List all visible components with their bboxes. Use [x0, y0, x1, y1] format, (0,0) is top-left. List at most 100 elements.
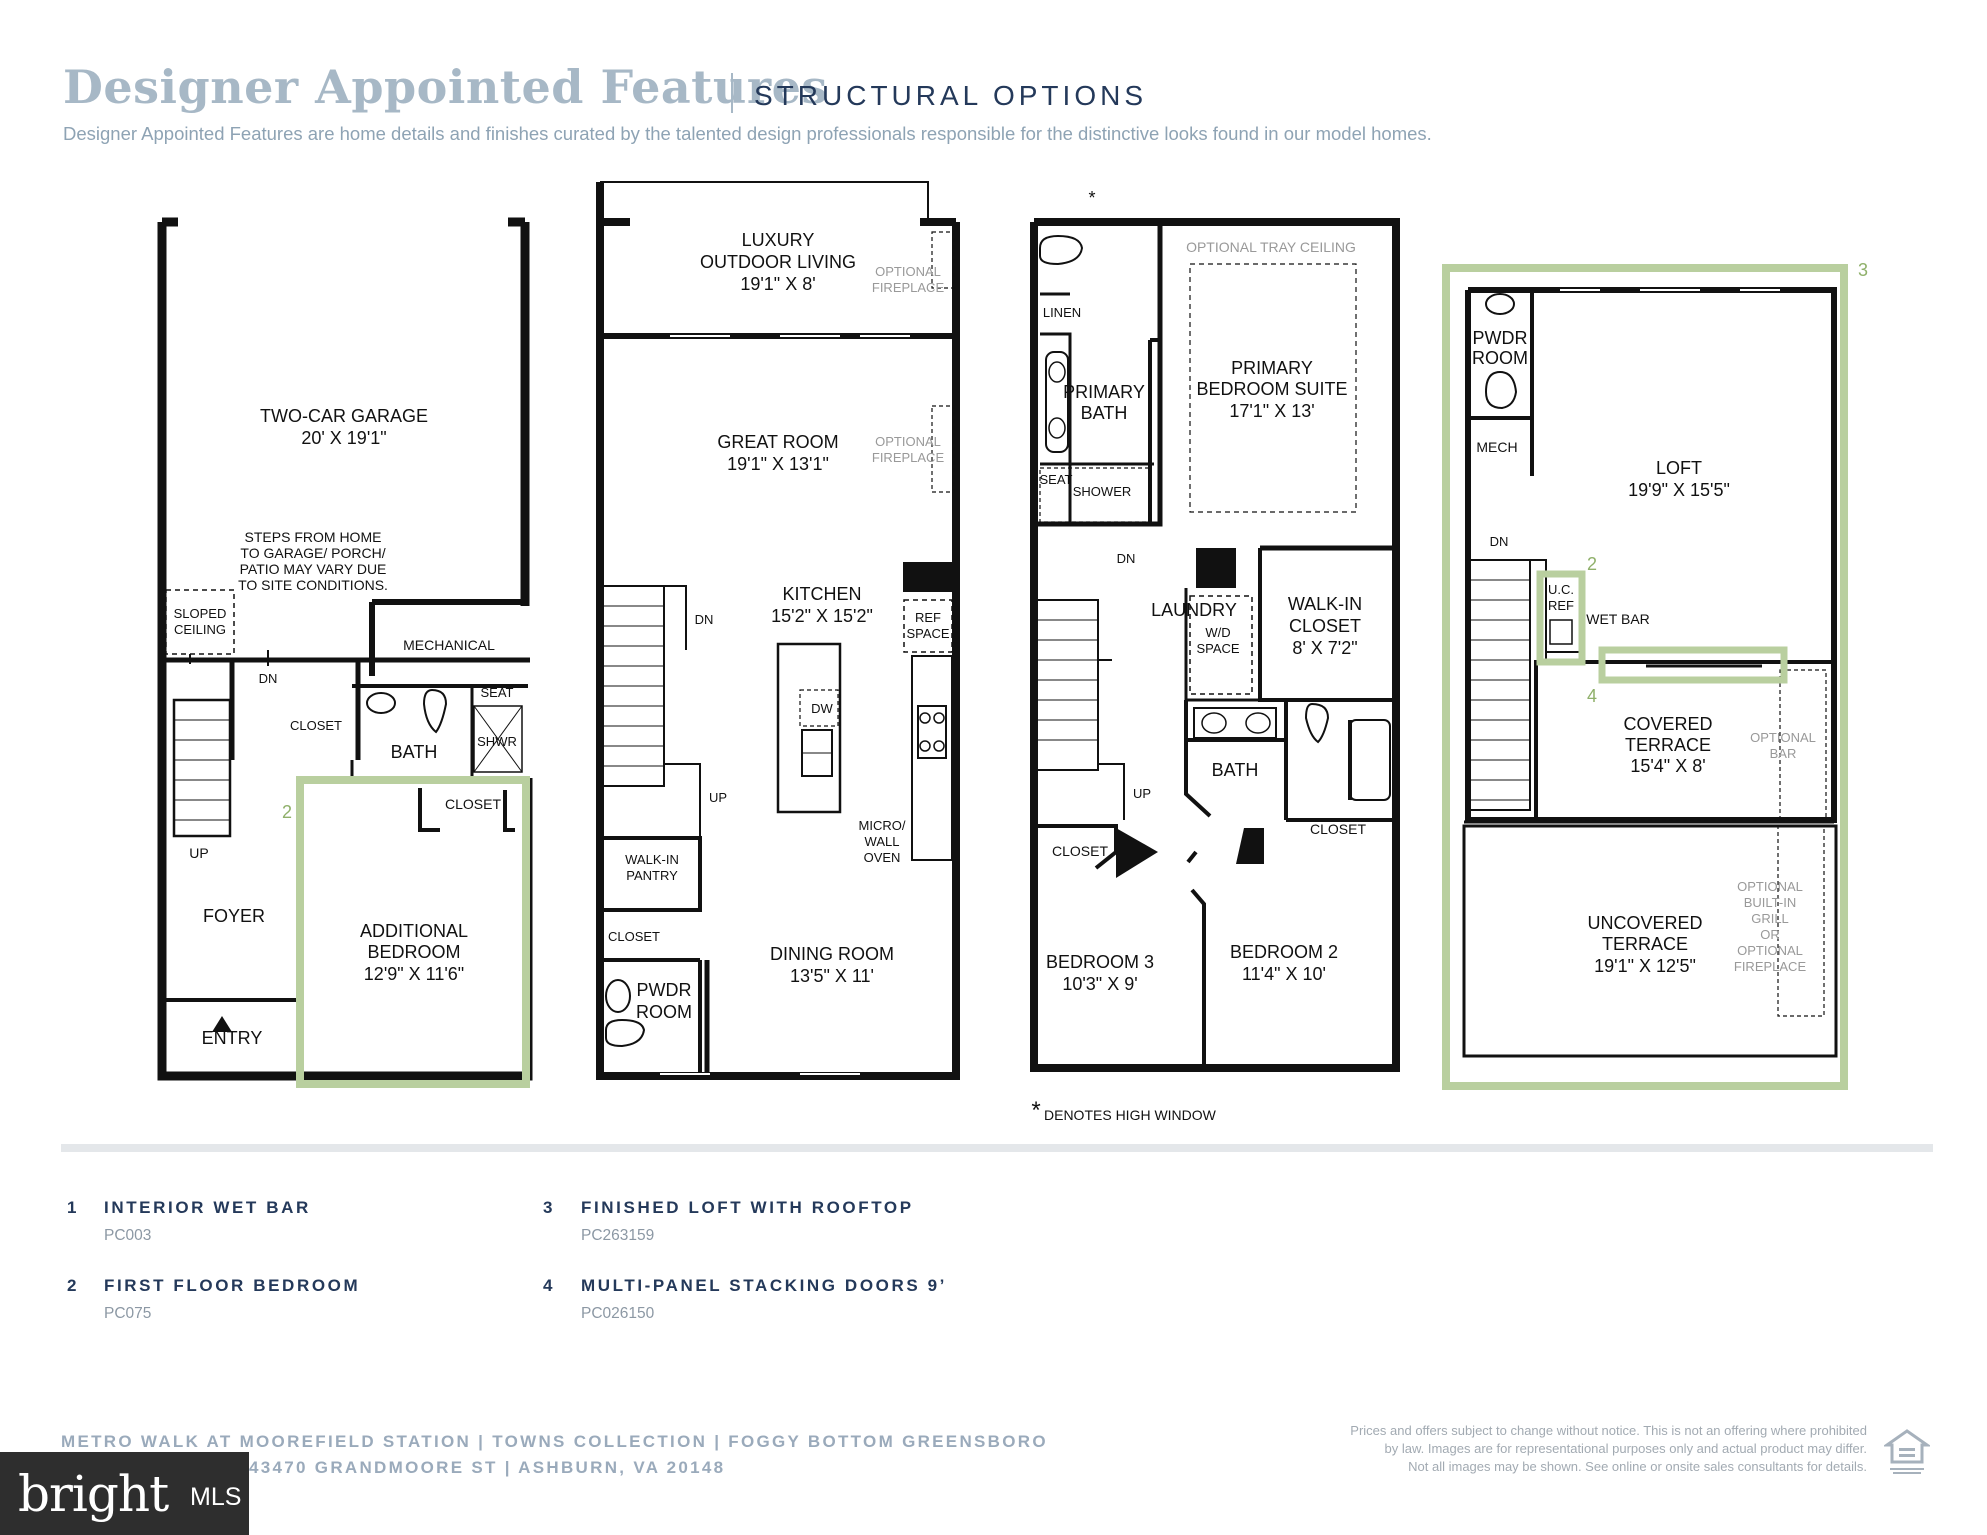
seat-label: SEAT	[1040, 472, 1073, 487]
opt-bar-label-1: OPTIONAL	[1750, 730, 1816, 745]
covered-label-2: TERRACE	[1625, 735, 1711, 755]
steps-note-2: TO GARAGE/ PORCH/	[240, 545, 385, 561]
opt-grill-2: BUILT-IN	[1744, 895, 1797, 910]
outdoor-dim: 19'1" X 8'	[740, 274, 815, 294]
bedroom-dim: 12'9" X 11'6"	[364, 964, 464, 984]
section-divider	[61, 1144, 1933, 1152]
title-separator	[731, 73, 733, 113]
ucref-label-2: REF	[1548, 598, 1574, 613]
option-2-number: 2	[67, 1276, 77, 1295]
high-window-note: DENOTES HIGH WINDOW	[1044, 1107, 1217, 1123]
closet1-label: CLOSET	[1052, 843, 1108, 859]
primary-bath-label-2: BATH	[1081, 403, 1128, 423]
foyer-label: FOYER	[203, 906, 265, 926]
bedroom-label-1: ADDITIONAL	[360, 921, 468, 941]
mechanical-label: MECHANICAL	[403, 637, 495, 653]
option-highlight-wetbar	[1536, 570, 1586, 666]
micro-label-3: OVEN	[864, 850, 901, 865]
floor-plan-4	[1462, 287, 1838, 1058]
garage-dim: 20' X 19'1"	[301, 428, 386, 448]
suite-label-2: BEDROOM SUITE	[1196, 379, 1347, 399]
floor-plan-3	[1030, 218, 1400, 1072]
entry-arrow-icon	[212, 1016, 232, 1032]
page-title: Designer Appointed Features	[63, 60, 828, 114]
ref-label-1: REF	[915, 610, 941, 625]
equal-housing-icon	[1884, 1429, 1930, 1474]
closet2-label: CLOSET	[445, 796, 501, 812]
mech-label: MECH	[1476, 439, 1517, 455]
steps-note-4: TO SITE CONDITIONS.	[238, 577, 388, 593]
micro-label-2: WALL	[865, 834, 900, 849]
opt-grill-3: GRILL	[1751, 911, 1789, 926]
dn-label: DN	[1490, 534, 1509, 549]
suite-dim: 17'1" X 13'	[1229, 401, 1314, 421]
entry-label: ENTRY	[202, 1028, 263, 1048]
covered-label-1: COVERED	[1623, 714, 1712, 734]
option-highlight-bedroom	[296, 776, 530, 1088]
loft-dim: 19'9" X 15'5"	[1628, 480, 1730, 500]
footer-address: 43470 GRANDMOORE ST | ASHBURN, VA 20148	[249, 1458, 726, 1477]
option-marker-2: 2	[282, 802, 292, 822]
footer-community: METRO WALK AT MOOREFIELD STATION | TOWNS…	[61, 1432, 1048, 1451]
dw-label: DW	[811, 701, 833, 716]
option-marker-2b: 2	[1587, 554, 1597, 574]
wd-label-2: SPACE	[1196, 641, 1239, 656]
great-room-label: GREAT ROOM	[717, 432, 838, 452]
loft-label: LOFT	[1656, 458, 1702, 478]
suite-label-1: PRIMARY	[1231, 358, 1313, 378]
brand-logo-suffix: MLS	[190, 1483, 242, 1511]
option-3-number: 3	[543, 1198, 553, 1217]
opt-grill-1: OPTIONAL	[1737, 879, 1803, 894]
laundry-label: LAUNDRY	[1151, 600, 1237, 620]
high-window-star: *	[1088, 188, 1095, 208]
closet2-label: CLOSET	[1310, 821, 1366, 837]
uncovered-label-2: TERRACE	[1602, 934, 1688, 954]
steps-note-3: PATIO MAY VARY DUE	[240, 561, 387, 577]
brand-badge	[0, 1452, 249, 1535]
uncovered-dim: 19'1" X 12'5"	[1594, 956, 1696, 976]
dn-label: DN	[695, 612, 714, 627]
micro-label-1: MICRO/	[859, 818, 906, 833]
option-marker-4: 4	[1587, 686, 1597, 706]
linen-label: LINEN	[1043, 305, 1081, 320]
dn-label: DN	[1117, 551, 1136, 566]
bedroom3-label: BEDROOM 3	[1046, 952, 1154, 972]
option-4-code: PC026150	[581, 1305, 655, 1322]
option-1-title: INTERIOR WET BAR	[104, 1198, 311, 1217]
option-3-title: FINISHED LOFT WITH ROOFTOP	[581, 1198, 914, 1217]
walkin-dim: 8' X 7'2"	[1292, 638, 1357, 658]
note-star: *	[1031, 1097, 1040, 1124]
pwdr-label-1: PWDR	[1473, 328, 1528, 348]
kitchen-label: KITCHEN	[782, 584, 861, 604]
bedroom2-label: BEDROOM 2	[1230, 942, 1338, 962]
shower-label: SHOWER	[1073, 484, 1132, 499]
dn-label: DN	[259, 671, 278, 686]
garage-label: TWO-CAR GARAGE	[260, 406, 428, 426]
option-4-number: 4	[543, 1276, 553, 1295]
outdoor-label-1: LUXURY	[742, 230, 815, 250]
option-2-code: PC075	[104, 1305, 152, 1322]
dining-label: DINING ROOM	[770, 944, 894, 964]
up-label: UP	[1133, 786, 1151, 801]
option-marker-3: 3	[1858, 260, 1868, 280]
bedroom-label-2: BEDROOM	[367, 942, 460, 962]
opt-bar-label-2: BAR	[1770, 746, 1797, 761]
sloped-label-1: SLOPED	[174, 606, 227, 621]
option-3-code: PC263159	[581, 1227, 655, 1244]
up-label: UP	[189, 845, 208, 861]
page-description: Designer Appointed Features are home det…	[63, 123, 1432, 144]
opt-grill-5: OPTIONAL	[1737, 943, 1803, 958]
ucref-label-1: U.C.	[1548, 582, 1574, 597]
option-1-number: 1	[67, 1198, 77, 1217]
bedroom3-dim: 10'3" X 9'	[1062, 974, 1137, 994]
covered-dim: 15'4" X 8'	[1630, 756, 1705, 776]
option-highlight-loft	[1442, 264, 1848, 1090]
disclaimer-line-2: by law. Images are for representational …	[1384, 1441, 1867, 1456]
pantry-label-2: PANTRY	[626, 868, 678, 883]
floor-3-labels: * LINEN PRIMARY BATH SEAT SHOWER OPTIONA…	[1031, 188, 1366, 1124]
sloped-label-2: CEILING	[174, 622, 226, 637]
closet-label: CLOSET	[608, 929, 660, 944]
opt-grill-6: FIREPLACE	[1734, 959, 1807, 974]
great-room-dim: 19'1" X 13'1"	[727, 454, 829, 474]
